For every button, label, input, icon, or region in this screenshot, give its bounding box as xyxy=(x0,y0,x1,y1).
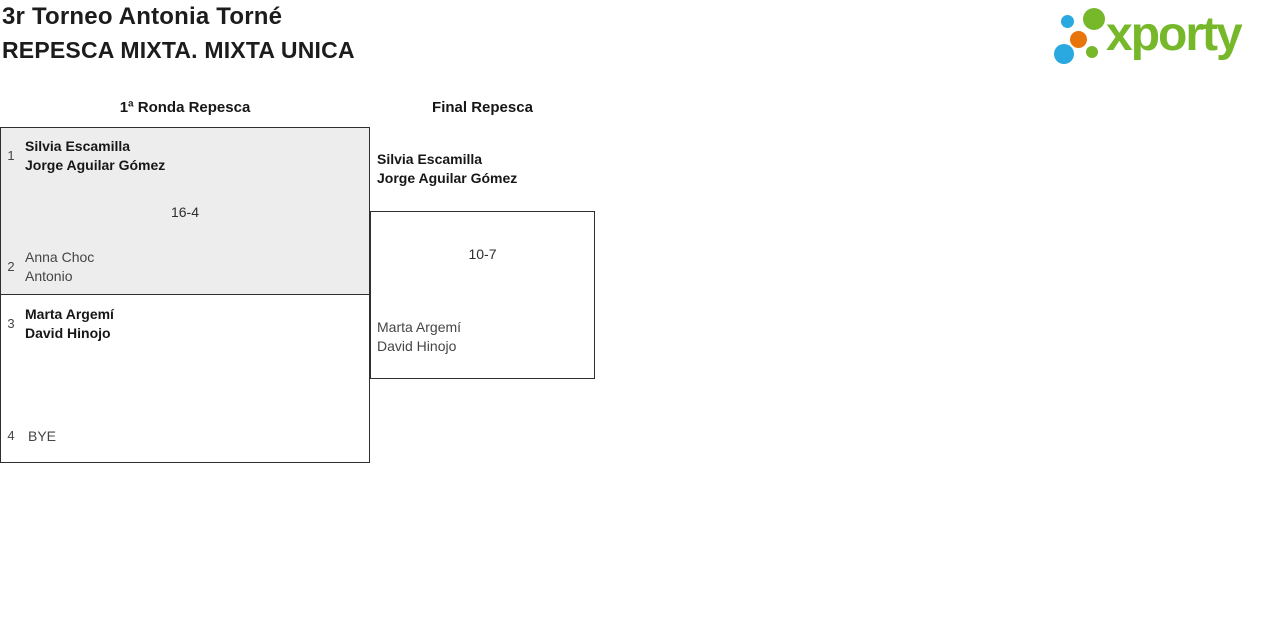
page-title: 3r Torneo Antonia Torné xyxy=(2,3,283,30)
logo-dot-green-small-icon xyxy=(1086,46,1098,58)
logo-dot-blue-large-icon xyxy=(1054,44,1074,64)
xporty-logo[interactable]: xporty xyxy=(1048,4,1280,68)
match2-seed-top: 3 xyxy=(7,316,15,331)
match2-seed-bottom: 4 xyxy=(7,428,15,443)
player-name: Marta Argemí xyxy=(377,319,462,335)
match2-box[interactable] xyxy=(0,295,370,463)
match2-team-top: Marta Argemí David Hinojo xyxy=(25,305,114,343)
final-team-bottom: Marta Argemí David Hinojo xyxy=(377,318,461,356)
match1-score: 16-4 xyxy=(170,204,200,220)
match1-seed-top: 1 xyxy=(7,148,15,163)
bye-label: BYE xyxy=(28,428,57,444)
player-name: Silvia Escamilla xyxy=(25,138,131,154)
player-name: Jorge Aguilar Gómez xyxy=(25,157,166,173)
final-score: 10-7 xyxy=(468,246,497,262)
logo-dot-blue-small-icon xyxy=(1061,15,1074,28)
logo-dot-green-large-icon xyxy=(1083,8,1105,30)
match1-box[interactable] xyxy=(0,127,370,295)
player-name: Marta Argemí xyxy=(25,306,114,322)
player-name: David Hinojo xyxy=(25,325,111,341)
player-name: Silvia Escamilla xyxy=(377,151,483,167)
round-header-first-round: 1ª Ronda Repesca xyxy=(119,99,251,116)
xporty-wordmark: xporty xyxy=(1106,8,1243,61)
player-name: Antonio xyxy=(25,268,73,284)
player-name: David Hinojo xyxy=(377,338,457,354)
player-name: Jorge Aguilar Gómez xyxy=(377,170,518,186)
final-match-box[interactable] xyxy=(370,211,595,379)
logo-dot-orange-icon xyxy=(1070,31,1087,48)
round-header-final: Final Repesca xyxy=(432,99,533,116)
match1-seed-bottom: 2 xyxy=(7,259,15,274)
match1-team-bottom: Anna Choc Antonio xyxy=(25,248,94,286)
match2-team-bottom-bye: BYE xyxy=(28,427,56,446)
match1-team-top: Silvia Escamilla Jorge Aguilar Gómez xyxy=(25,137,165,175)
page-subtitle: REPESCA MIXTA. MIXTA UNICA xyxy=(2,37,355,63)
player-name: Anna Choc xyxy=(25,249,95,265)
final-team-top: Silvia Escamilla Jorge Aguilar Gómez xyxy=(377,150,517,188)
